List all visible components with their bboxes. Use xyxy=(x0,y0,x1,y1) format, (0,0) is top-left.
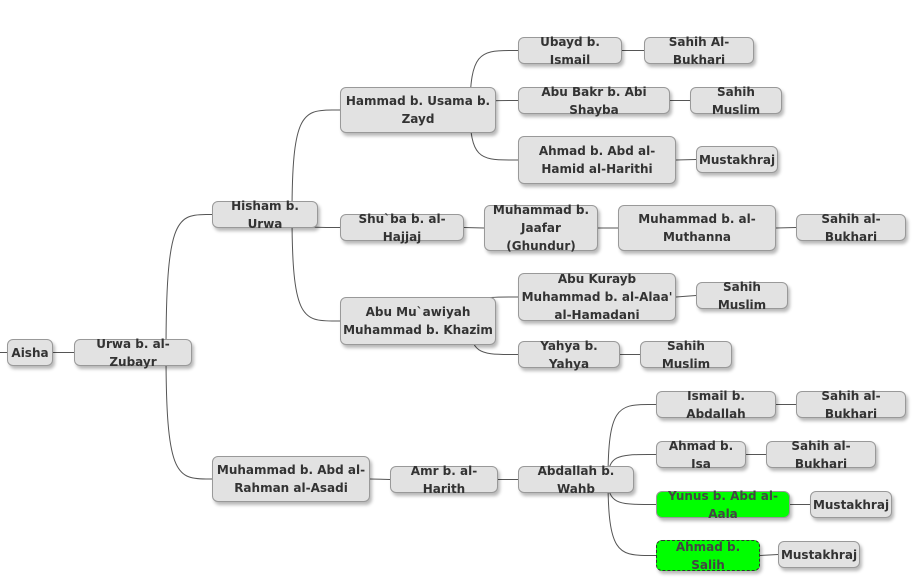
node-abu-kurayb[interactable]: Abu Kurayb Muhammad b. al-Alaa' al-Hamad… xyxy=(518,272,676,322)
node-muhammad-b-jaafar[interactable]: Muhammad b. Jaafar (Ghundur) xyxy=(484,203,598,253)
node-aisha[interactable]: Aisha xyxy=(7,339,53,366)
connector-line xyxy=(165,214,212,353)
node-ahmad-b-salih[interactable]: Ahmad b. Salih xyxy=(656,540,760,572)
connector-line xyxy=(759,554,779,556)
node-mustakhraj-1[interactable]: Mustakhraj xyxy=(696,146,778,173)
connector-line xyxy=(291,214,340,322)
node-sahih-muslim-1[interactable]: Sahih Muslim xyxy=(690,85,782,117)
node-yunus-b-abd-al-aala[interactable]: Yunus b. Abd al-Aala xyxy=(656,489,790,521)
node-abu-bakr-b-abi-shayba[interactable]: Abu Bakr b. Abi Shayba xyxy=(518,85,670,117)
node-mustakhraj-3[interactable]: Mustakhraj xyxy=(778,541,860,568)
node-sahih-al-bukhari-2[interactable]: Sahih al-Bukhari xyxy=(796,212,906,244)
node-hammad-b-usama[interactable]: Hammad b. Usama b. Zayd xyxy=(340,87,496,133)
node-ubayd-b-ismail[interactable]: Ubayd b. Ismail xyxy=(518,35,622,67)
node-hisham-b-urwa[interactable]: Hisham b. Urwa xyxy=(212,199,318,231)
connector-line xyxy=(463,227,485,229)
node-ahmad-b-isa[interactable]: Ahmad b. Isa xyxy=(656,439,746,471)
node-sahih-muslim-2[interactable]: Sahih Muslim xyxy=(696,280,788,312)
node-muhammad-b-al-muthanna[interactable]: Muhammad b. al-Muthanna xyxy=(618,205,776,251)
node-ahmad-b-abd-al-hamid[interactable]: Ahmad b. Abd al-Hamid al-Harithi xyxy=(518,136,676,184)
node-sahih-al-bukhari-1[interactable]: Sahih Al-Bukhari xyxy=(644,35,754,67)
connector-line xyxy=(775,227,797,229)
node-sahih-muslim-3[interactable]: Sahih Muslim xyxy=(640,339,732,371)
node-mustakhraj-2[interactable]: Mustakhraj xyxy=(810,491,892,518)
node-yahya-b-yahya[interactable]: Yahya b. Yahya xyxy=(518,339,620,371)
node-ismail-b-abdallah[interactable]: Ismail b. Abdallah xyxy=(656,389,776,421)
node-muhammad-b-abd-al-rahman[interactable]: Muhammad b. Abd al-Rahman al-Asadi xyxy=(212,456,370,502)
node-urwa-b-al-zubayr[interactable]: Urwa b. al-Zubayr xyxy=(74,337,192,369)
node-sahih-al-bukhari-4[interactable]: Sahih al-Bukhari xyxy=(766,439,876,471)
connector-line xyxy=(165,352,212,480)
connector-line xyxy=(291,109,340,215)
connector-line xyxy=(607,404,656,480)
connector-line xyxy=(675,295,697,298)
connector-line xyxy=(607,479,656,556)
node-abu-muawiyah[interactable]: Abu Mu`awiyah Muhammad b. Khazim xyxy=(340,297,496,345)
node-shuba-b-al-hajjaj[interactable]: Shu`ba b. al-Hajjaj xyxy=(340,212,464,244)
connector-line xyxy=(369,478,391,480)
node-abdallah-b-wahb[interactable]: Abdallah b. Wahb xyxy=(518,464,634,496)
node-sahih-al-bukhari-3[interactable]: Sahih al-Bukhari xyxy=(796,389,906,421)
node-amr-b-al-harith[interactable]: Amr b. al-Harith xyxy=(390,464,498,496)
connector-line xyxy=(675,159,697,161)
